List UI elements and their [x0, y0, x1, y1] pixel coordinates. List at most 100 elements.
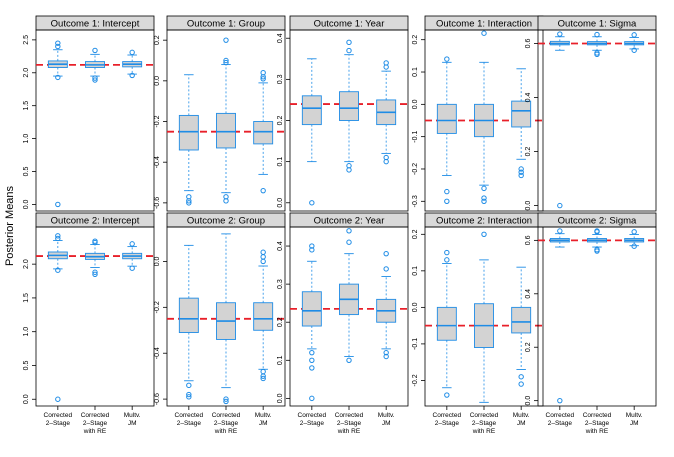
box-2: [376, 60, 397, 165]
outlier-point: [223, 198, 229, 204]
y-tick-label: 0.0: [525, 201, 532, 211]
x-tick-label: Corrected: [175, 412, 204, 419]
y-tick-label: 0.1: [277, 355, 284, 365]
outlier-point: [260, 254, 266, 260]
x-tick-label: 2–Stage: [177, 420, 202, 427]
y-tick-label: 0.2: [277, 116, 284, 126]
y-tick-label: -0.2: [154, 115, 161, 127]
x-tick-label: Multv.: [626, 412, 643, 419]
box-body: [339, 91, 359, 121]
box-body: [511, 100, 532, 128]
outlier-point: [481, 185, 487, 192]
outlier-point: [481, 231, 487, 238]
y-tick-label: -0.1: [412, 131, 419, 143]
x-tick-label: 2–Stage: [435, 420, 460, 427]
box-0: [549, 228, 570, 404]
outlier-point: [518, 374, 524, 380]
x-tick-label: with RE: [214, 428, 238, 435]
outlier-point: [186, 391, 192, 398]
y-tick-label: 0.0: [412, 302, 419, 312]
outlier-point: [481, 30, 487, 36]
box-1: [216, 233, 236, 405]
outlier-point: [223, 396, 229, 402]
outlier-point: [346, 239, 352, 245]
outlier-point: [346, 357, 352, 363]
box-2: [624, 32, 645, 53]
y-tick-label: 0.2: [277, 317, 284, 327]
x-tick-label: Corrected: [433, 412, 462, 419]
outlier-point: [223, 59, 229, 66]
box-0: [178, 74, 199, 206]
box-1: [339, 228, 359, 363]
y-tick-label: 0.0: [23, 199, 30, 209]
outlier-point: [346, 47, 352, 54]
outlier-point: [223, 57, 229, 64]
box-2: [122, 241, 143, 271]
outlier-point: [481, 195, 487, 201]
panel-5: Outcome 2: Intercept0.00.51.01.52.0Corre…: [23, 212, 155, 435]
y-tick-label: 0.4: [277, 33, 284, 43]
x-tick-label: Multv.: [124, 412, 141, 419]
box-0: [178, 244, 199, 400]
panel-title: Outcome 2: Sigma: [558, 216, 637, 227]
y-tick-label: 0.5: [23, 361, 30, 371]
panel-title: Outcome 1: Sigma: [558, 19, 637, 30]
outlier-point: [309, 200, 315, 206]
x-tick-label: 2–Stage: [337, 420, 362, 427]
y-tick-label: 0.0: [154, 76, 161, 86]
panel-frame: [35, 29, 155, 212]
box-body: [216, 112, 236, 149]
box-1: [474, 30, 494, 205]
outlier-point: [186, 200, 192, 206]
y-tick-label: 2.0: [23, 68, 30, 78]
outlier-point: [260, 76, 266, 82]
box-1: [587, 31, 607, 58]
outlier-point: [631, 32, 637, 38]
outlier-point: [55, 267, 61, 273]
outlier-point: [223, 37, 229, 43]
outlier-point: [92, 47, 98, 54]
x-tick-label: Multv.: [255, 412, 272, 419]
x-tick-label: Corrected: [212, 412, 241, 419]
panel-frame: [166, 29, 286, 212]
y-tick-label: 0.3: [277, 74, 284, 84]
y-tick-label: 0.2: [154, 35, 161, 45]
outlier-point: [444, 249, 450, 256]
y-tick-label: -0.2: [154, 301, 161, 313]
outlier-point: [55, 40, 61, 46]
y-tick-label: -0.6: [154, 197, 161, 209]
box-body: [178, 297, 199, 334]
y-tick-label: -0.1: [412, 338, 419, 350]
outlier-point: [518, 381, 524, 387]
x-tick-label: Multv.: [513, 412, 530, 419]
outlier-point: [186, 394, 192, 400]
y-tick-label: 0.4: [525, 93, 532, 103]
y-tick-label: 0.0: [277, 198, 284, 208]
y-tick-label: -0.4: [154, 156, 161, 168]
box-1: [85, 47, 105, 83]
outlier-point: [594, 247, 600, 253]
outlier-point: [518, 166, 524, 172]
box-0: [301, 243, 322, 402]
panel-title: Outcome 1: Group: [187, 19, 265, 30]
x-tick-label: 2–Stage: [300, 420, 325, 427]
y-tick-label: 1.5: [23, 101, 30, 111]
outlier-point: [309, 243, 315, 249]
outlier-point: [129, 265, 135, 271]
x-tick-label: Corrected: [81, 412, 110, 419]
outlier-point: [92, 269, 98, 275]
y-tick-label: 0.1: [412, 67, 419, 77]
outlier-point: [383, 250, 389, 257]
box-2: [624, 229, 645, 249]
outlier-point: [309, 357, 315, 363]
panel-7: Outcome 2: Year0.00.10.20.30.4Corrected2…: [277, 212, 409, 435]
outlier-point: [92, 75, 98, 81]
x-tick-label: with RE: [585, 428, 609, 435]
outlier-point: [309, 365, 315, 371]
outlier-point: [55, 201, 61, 208]
y-tick-label: 0.2: [412, 229, 419, 239]
outlier-point: [557, 397, 563, 404]
y-tick-label: 0.3: [277, 279, 284, 289]
outlier-point: [186, 198, 192, 204]
